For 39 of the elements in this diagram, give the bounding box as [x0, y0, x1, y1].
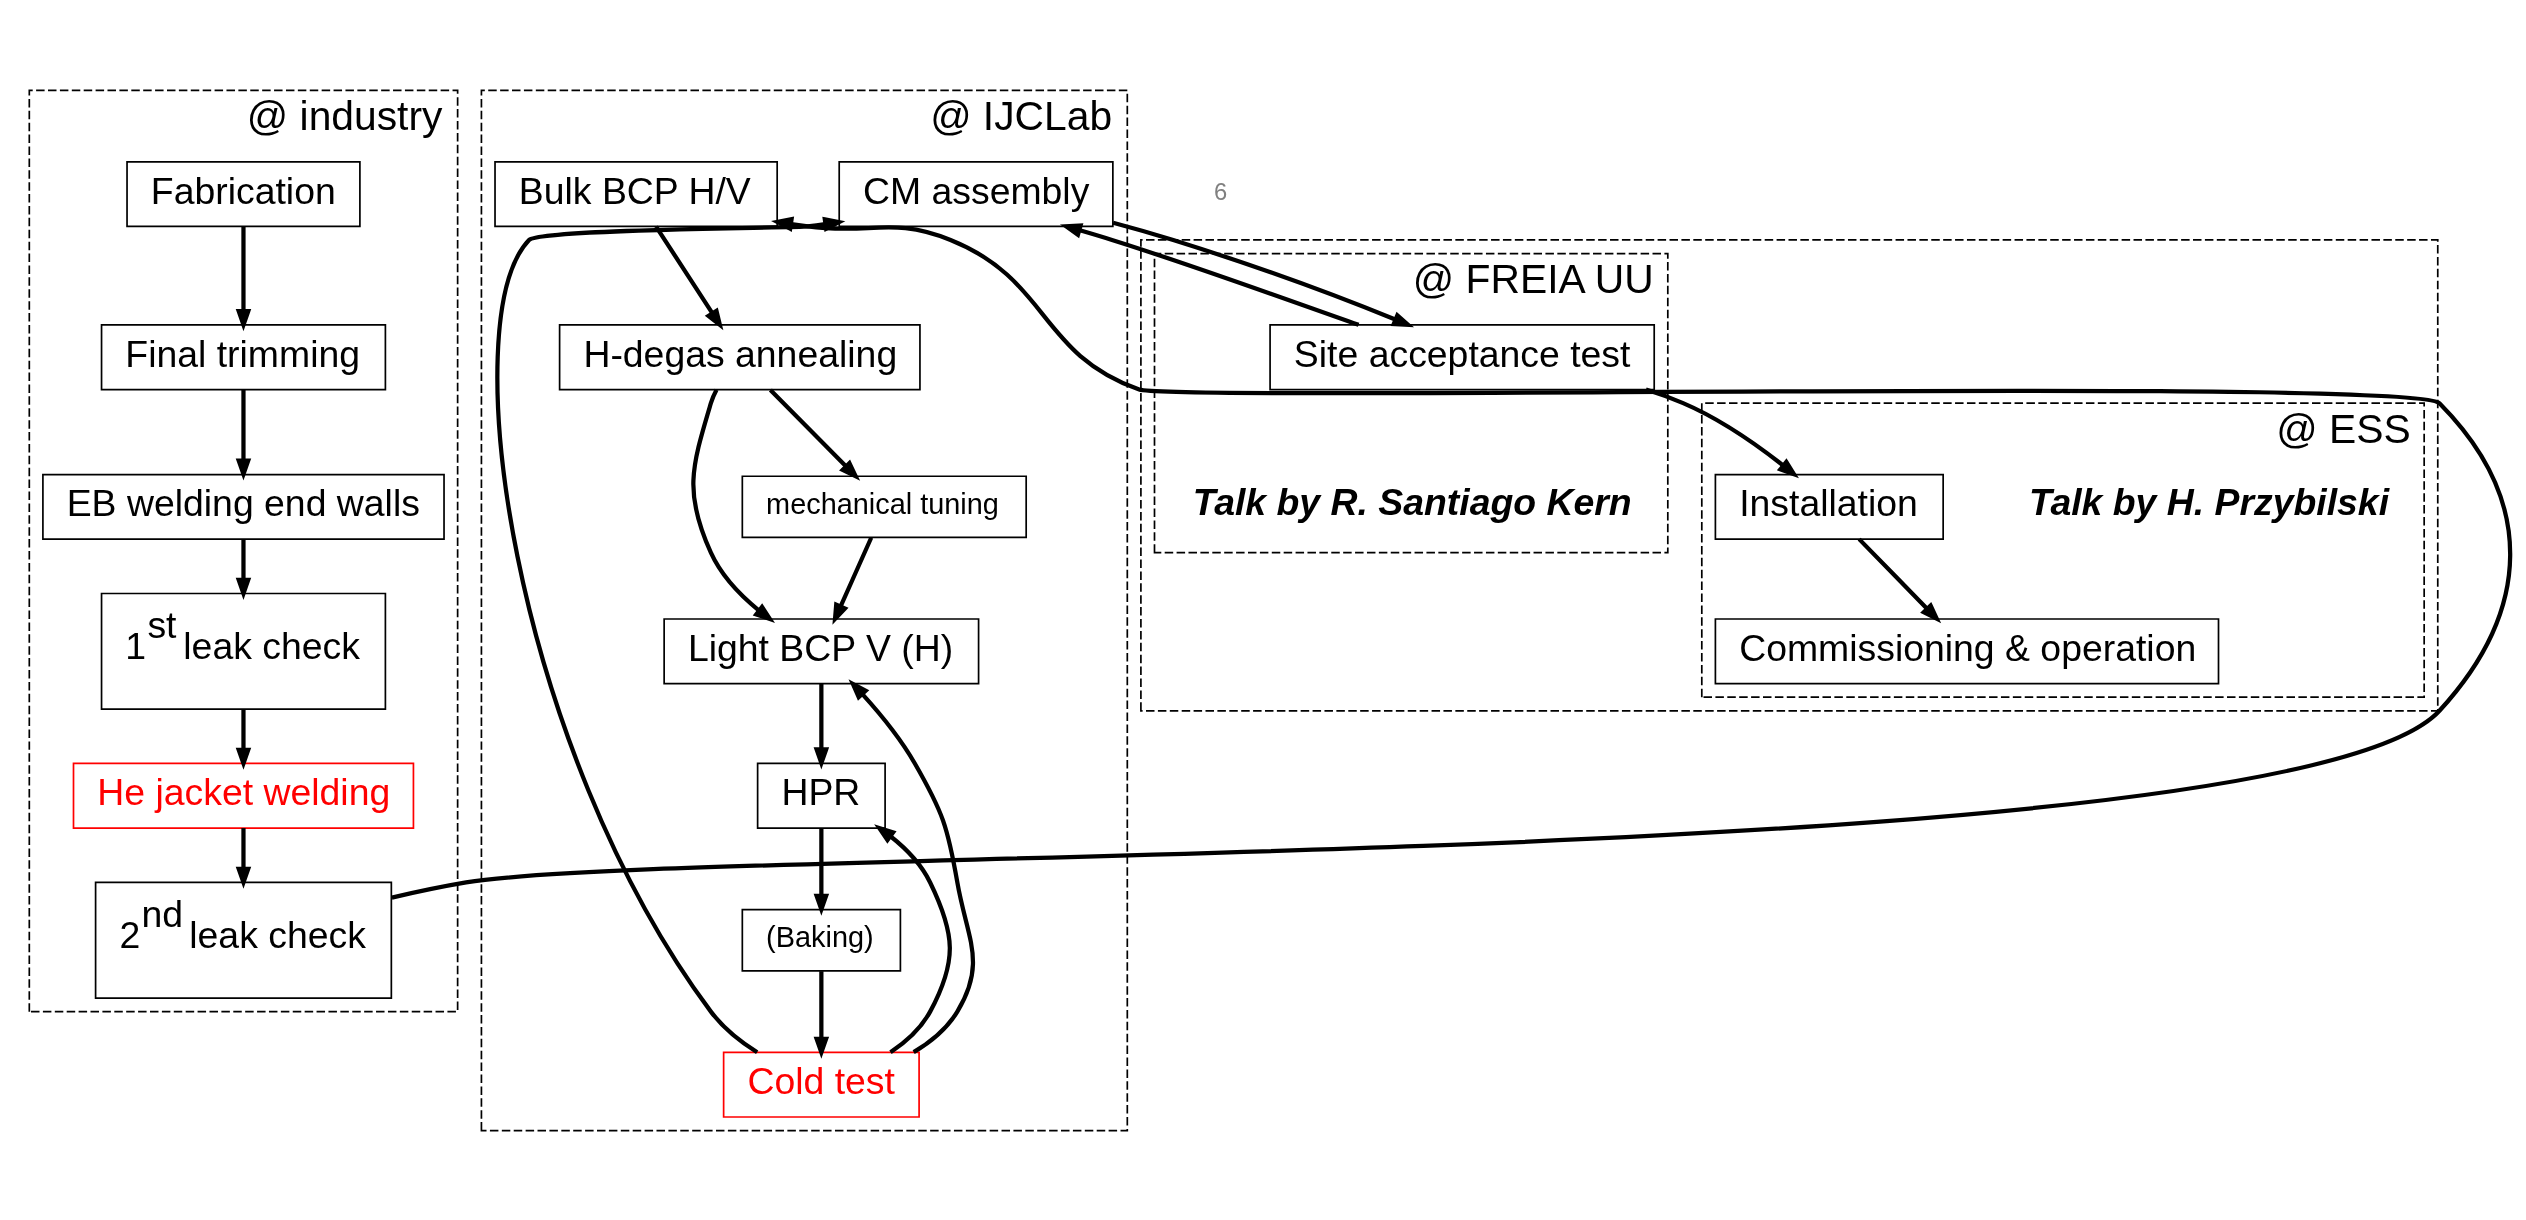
node-box: HPR	[756, 762, 886, 829]
arrow	[235, 389, 252, 481]
node-box: Installation	[1714, 473, 1944, 540]
node-box: Site acceptance test	[1269, 323, 1656, 390]
arrow	[832, 536, 874, 625]
node-box: Commissioning & operation	[1714, 617, 2220, 684]
arrow	[813, 827, 830, 916]
arrow	[654, 224, 724, 330]
cluster	[1140, 238, 2439, 712]
node-box: H-degas annealing	[558, 323, 921, 390]
node-box: Light BCP V (H)	[663, 617, 980, 684]
node-box: Fabrication	[126, 160, 361, 227]
arrow	[235, 226, 252, 331]
node-box: Bulk BCP H/V	[494, 160, 778, 227]
node-label: Talk by R. Santiago Kern	[1192, 480, 1632, 523]
arrow	[1059, 222, 1360, 327]
arrow	[874, 823, 952, 1054]
arrow	[235, 538, 252, 600]
node-label: Talk by H. Przybilski	[2028, 480, 2390, 523]
node-box: Cold test	[722, 1051, 920, 1118]
node-box: CM assembly	[838, 160, 1114, 227]
arrow	[235, 827, 252, 889]
node-box: EB welding end walls	[42, 473, 445, 540]
arrow	[495, 216, 846, 1054]
node-box: mechanical tuning	[741, 474, 1027, 538]
arrow	[813, 970, 830, 1059]
node-box: Final trimming	[100, 323, 387, 390]
arrow	[768, 387, 861, 481]
arrow	[1857, 537, 1942, 623]
node-box: (Baking)	[741, 908, 902, 972]
arrow	[848, 678, 976, 1054]
arrow	[813, 683, 830, 769]
label: 6	[1213, 177, 1228, 205]
arrow	[691, 388, 775, 623]
arrow	[235, 709, 252, 770]
arrow	[391, 216, 2512, 900]
arrow	[1645, 387, 1799, 478]
arrow	[1112, 220, 1415, 327]
node-box: He jacket welding	[72, 762, 415, 829]
